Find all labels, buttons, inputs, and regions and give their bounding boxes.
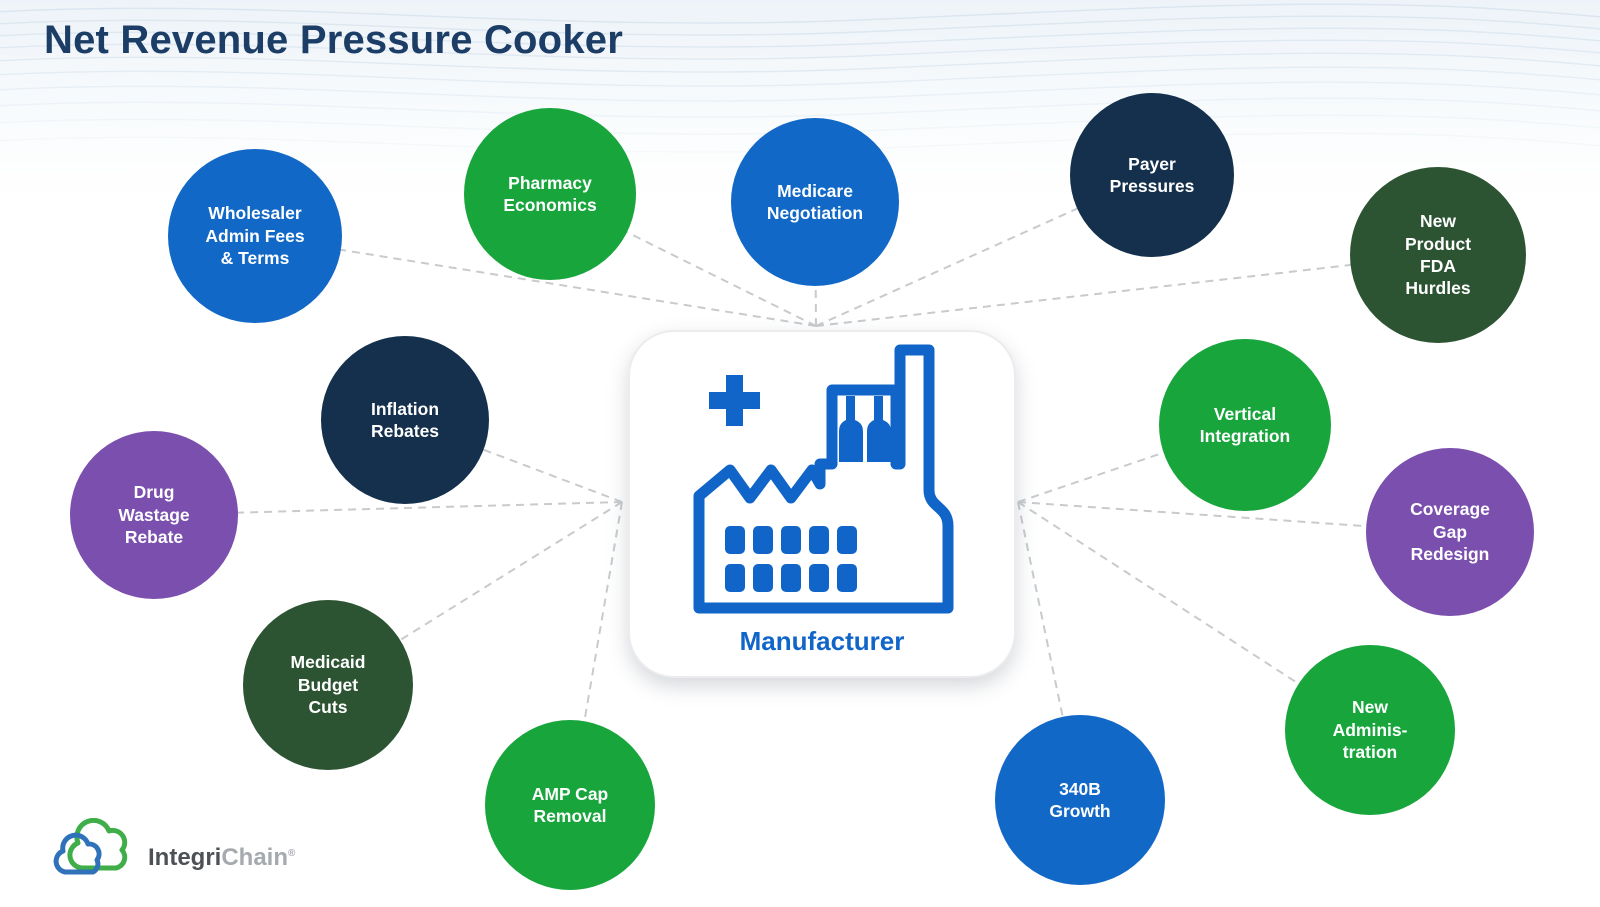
pressure-label: Payer Pressures [1109, 153, 1195, 196]
pressure-circle-new-product-fda-hurdles: New Product FDA Hurdles [1350, 167, 1526, 343]
pressure-circle-inflation-rebates: Inflation Rebates [321, 336, 489, 504]
pressure-label: Pharmacy Economics [503, 172, 597, 215]
connector-line-new-product-fda-hurdles [815, 254, 1439, 327]
pressure-circle-new-administration: New Adminis- tration [1285, 645, 1455, 815]
medical-plus-icon [709, 375, 760, 426]
pressure-label: Vertical Integration [1199, 403, 1291, 446]
manufacturer-label: Manufacturer [739, 626, 905, 656]
pressure-label: New Product FDA Hurdles [1404, 211, 1472, 299]
pressure-label: Coverage Gap Redesign [1410, 499, 1490, 565]
page-title: Net Revenue Pressure Cooker [44, 18, 623, 62]
connector-line-inflation-rebates [404, 419, 623, 503]
pressure-circle-payer-pressures: Payer Pressures [1070, 93, 1234, 257]
factory-bottle-icon [867, 396, 891, 462]
pressure-label: 340B Growth [1049, 778, 1111, 821]
pressure-label: AMP Cap Removal [531, 783, 609, 826]
pressure-circle-pharmacy-economics: Pharmacy Economics [464, 108, 636, 280]
pressure-circle-amp-cap-removal: AMP Cap Removal [485, 720, 655, 890]
pressure-label: Drug Wastage Rebate [118, 482, 190, 548]
pressure-label: Medicare Negotiation [766, 180, 864, 223]
logo-wordmark: IntegriChain® [148, 846, 295, 878]
connector-line-coverage-gap-redesign [1017, 501, 1451, 533]
factory-building-outline [693, 344, 954, 614]
registered-trademark-symbol: ® [288, 848, 296, 859]
logo-integri-text: Integri [148, 844, 222, 871]
pressure-label: Wholesaler Admin Fees & Terms [205, 203, 305, 269]
connector-line-payer-pressures [815, 174, 1153, 327]
cloud-logo-icon [53, 818, 128, 875]
factory-bottle-icon [839, 396, 863, 462]
integrichain-logo: IntegriChain® [52, 818, 295, 878]
pressure-circle-medicare-negotiation: Medicare Negotiation [731, 118, 899, 286]
factory-icon [693, 344, 954, 614]
connector-line-medicaid-budget-cuts [327, 501, 623, 686]
pressure-circle-340b-growth: 340B Growth [995, 715, 1165, 885]
logo-chain-text: Chain [221, 844, 289, 871]
factory-windows [725, 526, 857, 592]
pressure-circle-coverage-gap-redesign: Coverage Gap Redesign [1366, 448, 1534, 616]
connector-line-wholesaler-admin-fees-terms [254, 235, 817, 327]
pressure-label: New Adminis- tration [1332, 697, 1408, 763]
pressure-label: Inflation Rebates [370, 398, 440, 441]
connector-line-pharmacy-economics [549, 193, 817, 327]
manufacturer-card: Manufacturer [628, 330, 1016, 678]
pressure-circle-wholesaler-admin-fees-terms: Wholesaler Admin Fees & Terms [168, 149, 342, 323]
pressure-circle-drug-wastage-rebate: Drug Wastage Rebate [70, 431, 238, 599]
pressure-circle-vertical-integration: Vertical Integration [1159, 339, 1331, 511]
pressure-circle-medicaid-budget-cuts: Medicaid Budget Cuts [243, 600, 413, 770]
pressure-label: Medicaid Budget Cuts [290, 652, 366, 718]
